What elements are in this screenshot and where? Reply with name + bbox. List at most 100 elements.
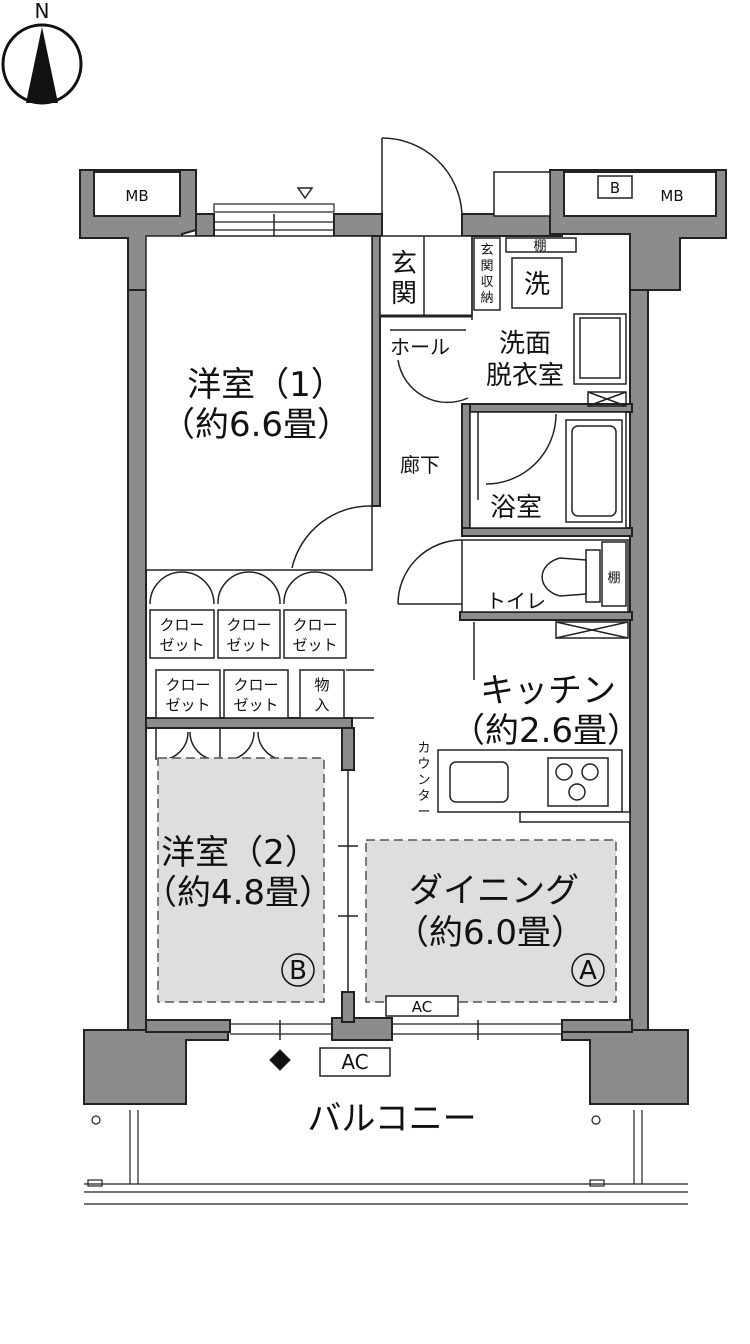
wall-w2-right (341, 727, 355, 771)
wall-top-mid (333, 213, 383, 237)
ac-outdoor-label: AC (341, 1050, 368, 1074)
marker-a: A (579, 956, 597, 986)
marker-a-circle (571, 953, 605, 987)
bath-label: 浴室 (490, 493, 542, 523)
shelf-top-label: 棚 (533, 239, 546, 254)
closet-4-top: クロー (165, 676, 210, 694)
closet-2-top: クロー (226, 616, 271, 634)
closet-4-bottom: ゼット (165, 696, 210, 714)
closet-3-bottom: ゼット (292, 636, 337, 654)
wall-w2-bottom (341, 991, 355, 1023)
closet-5-bottom: ゼット (233, 696, 278, 714)
wall-bath-left (461, 403, 471, 533)
corridor-label: 廊下 (400, 453, 440, 477)
toilet-shelf-label: 棚 (607, 571, 620, 586)
dining-size: （約6.0畳） (395, 913, 585, 953)
western-room-1: 洋室（1） （約6.6畳） (145, 235, 373, 571)
closet-3-top: クロー (292, 616, 337, 634)
top-window (213, 187, 335, 236)
stove-burner-2 (581, 763, 599, 781)
drain-left-icon (91, 1115, 101, 1125)
western-room-2: 洋室（2） （約4.8畳） B (143, 757, 333, 1003)
counter-5: ー (417, 805, 430, 820)
western2-size: （約4.8畳） (143, 873, 333, 913)
toilet-tank (585, 549, 601, 603)
mb-boxes: MB B MB (93, 171, 717, 217)
wall-bottom-right (561, 1019, 633, 1033)
sliding-partition (338, 770, 358, 992)
wall-bath (461, 403, 633, 413)
dining-name: ダイニング (409, 871, 579, 911)
wall-closet-mid (145, 717, 353, 729)
toilet-room (397, 539, 629, 639)
mb-left-box (93, 171, 181, 217)
mb-right-box (563, 171, 717, 217)
north-arrow-icon (26, 27, 58, 103)
genkan-storage-1: 玄 (480, 243, 493, 258)
compass: N (1, 0, 83, 105)
wall-left (127, 289, 147, 1031)
pillar-bottom-left (83, 1029, 229, 1105)
genkan-storage-3: 収 (480, 275, 493, 290)
wall-bottom-mid (331, 1017, 393, 1041)
pillar-bottom-right (561, 1029, 689, 1105)
ac-outdoor-box (319, 1047, 391, 1077)
ac-indoor-label: AC (412, 998, 432, 1016)
western1-name: 洋室（1） (187, 365, 345, 405)
wall-toilet-bottom (459, 611, 633, 621)
closet-5-top: クロー (233, 676, 278, 694)
mb-left-label: MB (125, 187, 148, 205)
counter-2: ウ (417, 757, 430, 772)
closet-1-bottom: ゼット (159, 636, 204, 654)
kitchen (437, 622, 631, 823)
genkan-storage-4: 納 (480, 291, 493, 306)
closet-1-top: クロー (159, 616, 204, 634)
genkan-label-1: 玄 (391, 249, 417, 279)
genkan-label-2: 関 (391, 279, 417, 309)
washer-box (511, 257, 563, 309)
wall-bath-bottom (461, 527, 633, 537)
bottom-windows (230, 1020, 562, 1071)
toilet-label: トイレ (486, 589, 546, 613)
balcony-label: バルコニー (307, 1099, 476, 1139)
marker-b: B (289, 956, 307, 986)
kitchen-name: キッチン (480, 671, 616, 711)
dining-room: ダイニング （約6.0畳） A (365, 839, 617, 1003)
genkan-storage-2: 関 (480, 259, 493, 274)
closets-row-2 (155, 669, 374, 761)
washroom-label-1: 洗面 (499, 329, 551, 359)
wall-top-left (195, 213, 215, 237)
outdoor-box (493, 171, 551, 217)
hall-label: ホール (390, 335, 450, 359)
drain-right-icon (591, 1115, 601, 1125)
stove-burner-3 (568, 783, 586, 801)
b-box (597, 175, 633, 199)
washroom (505, 237, 627, 407)
wall-top-right (461, 213, 563, 237)
counter-1: カ (417, 741, 430, 756)
kitchen-size: （約2.6畳） (451, 711, 641, 751)
storage-label-1: 物 (314, 676, 329, 694)
western1-size: （約6.6畳） (161, 405, 351, 445)
closet-2-bottom: ゼット (226, 636, 271, 654)
washroom-label-2: 脱衣室 (486, 361, 564, 391)
counter-3: ン (417, 773, 430, 788)
balcony (84, 1110, 688, 1205)
diamond-marker-icon (269, 1049, 291, 1071)
washer-label: 洗 (524, 270, 550, 300)
b-box-label: B (610, 179, 620, 197)
western2-name: 洋室（2） (161, 833, 319, 873)
sink (449, 761, 509, 803)
vent-icon (296, 187, 314, 200)
toilet-bowl-icon (541, 557, 587, 597)
north-label: N (35, 0, 50, 23)
hall-door (390, 329, 469, 404)
bathtub (565, 419, 623, 523)
storage-box (299, 669, 345, 719)
genkan-storage-box (473, 237, 501, 311)
wall-right (629, 289, 649, 1031)
stove-burner-1 (555, 763, 573, 781)
ac-indoor-box (385, 995, 459, 1017)
storage-label-2: 入 (314, 696, 329, 714)
